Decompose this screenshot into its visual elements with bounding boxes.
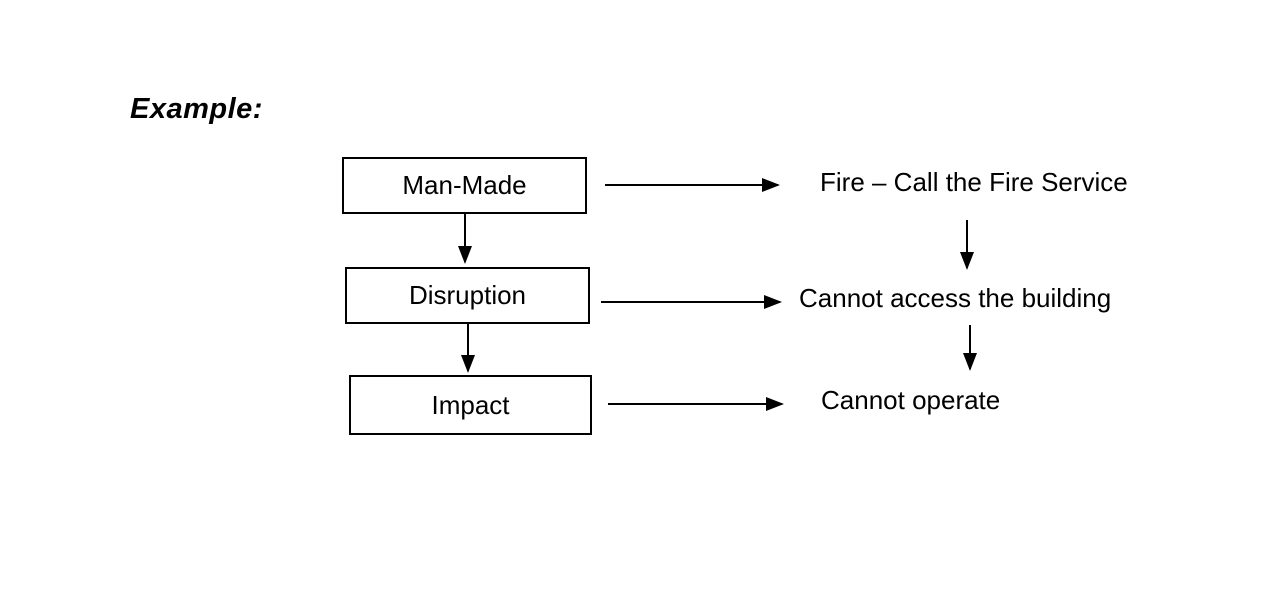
box-disruption: Disruption bbox=[345, 267, 590, 324]
outcome-fire-text: Fire – Call the Fire Service bbox=[820, 167, 1128, 197]
box-man-made: Man-Made bbox=[342, 157, 587, 214]
box-impact: Impact bbox=[349, 375, 592, 435]
outcome-cannot-operate-text: Cannot operate bbox=[821, 385, 1001, 415]
outcome-cannot-access-text: Cannot access the building bbox=[799, 283, 1112, 313]
box-disruption-label: Disruption bbox=[408, 280, 527, 310]
box-impact-label: Impact bbox=[431, 389, 510, 420]
box-man-made-label: Man-Made bbox=[402, 170, 527, 200]
example-heading: Example: bbox=[130, 93, 263, 125]
